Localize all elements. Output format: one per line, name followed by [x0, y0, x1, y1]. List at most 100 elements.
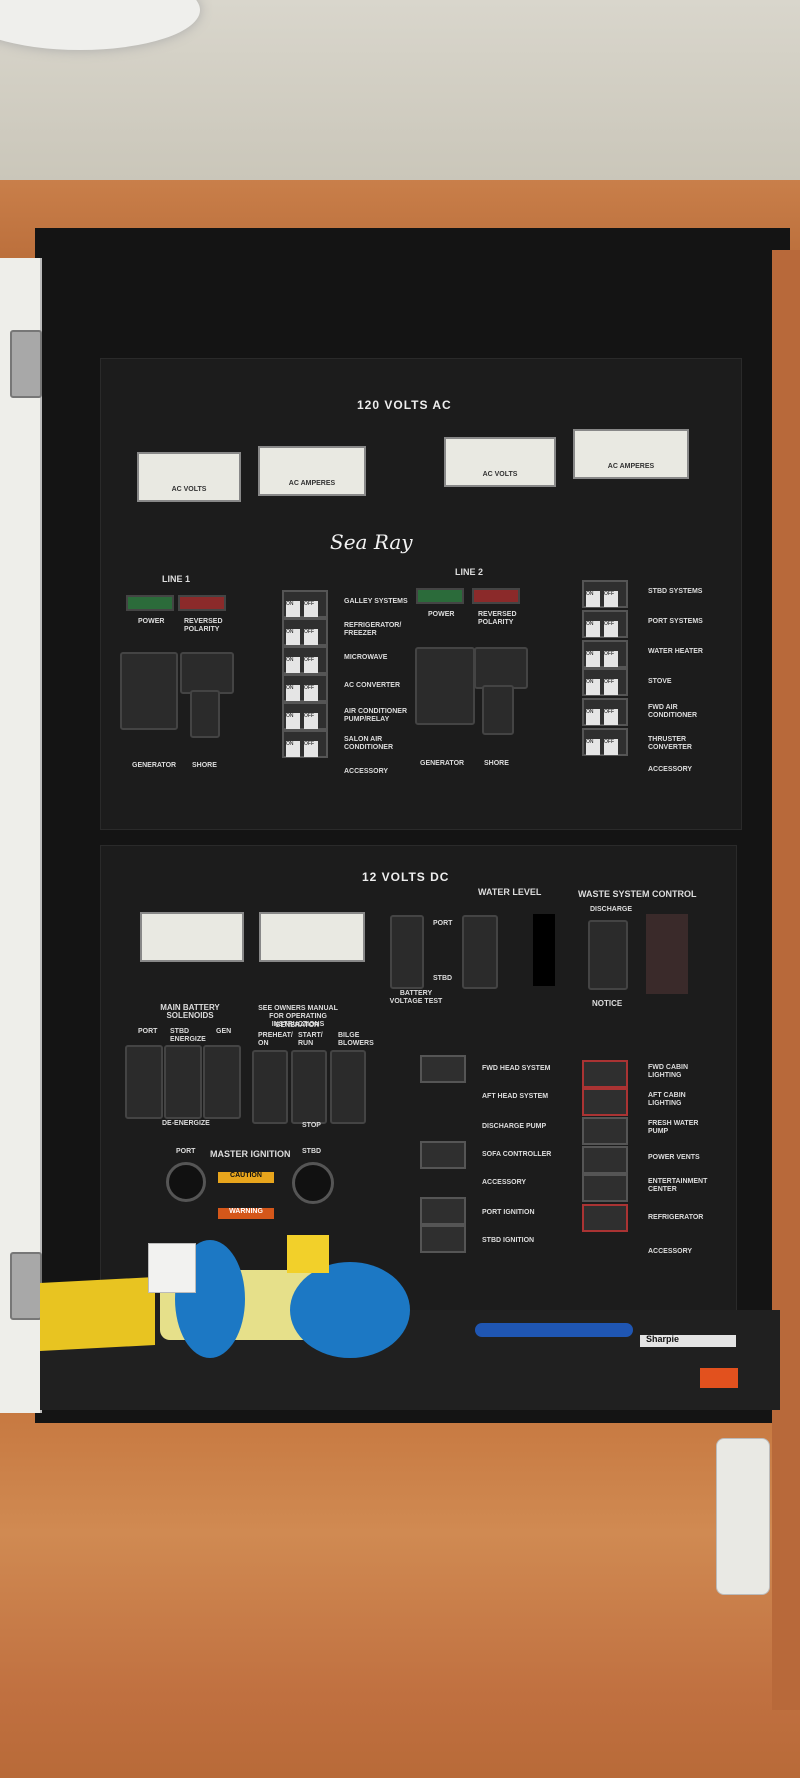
dc-title: 12 VOLTS DC — [362, 870, 450, 884]
water-level-gauge — [533, 914, 555, 986]
line1-generator-switch[interactable] — [120, 652, 178, 730]
meter-dc-amps — [259, 912, 365, 962]
owners-manual-note: SEE OWNERS MANUAL FOR OPERATING INSTRUCT… — [258, 1005, 338, 1028]
bilge-blower-switch[interactable] — [330, 1050, 366, 1124]
breaker-label: REFRIGERATOR — [648, 1214, 704, 1221]
waste-system-label: WASTE SYSTEM CONTROL — [578, 889, 697, 899]
solenoid-port-switch[interactable] — [125, 1045, 163, 1119]
sol-gen-label: GEN — [216, 1028, 232, 1035]
orange-item — [700, 1368, 738, 1388]
line1-shore-label: SHORE — [192, 762, 217, 769]
line1-reversed-lamp — [178, 595, 226, 611]
line2-reversed-label: REVERSED POLARITY — [478, 611, 517, 626]
line1-power-label: POWER — [138, 618, 165, 625]
discharge-switch[interactable] — [588, 920, 628, 990]
breaker-label: POWER VENTS — [648, 1154, 700, 1161]
main-battery-label: MAIN BATTERY SOLENOIDS — [160, 1003, 220, 1020]
solenoid-stbd-switch[interactable] — [164, 1045, 202, 1119]
line2-power-label: POWER — [428, 611, 455, 618]
line1-power-lamp — [126, 595, 174, 611]
key-tag — [148, 1243, 196, 1293]
de-energize-label: DE-ENERGIZE — [162, 1120, 210, 1127]
breaker-label: FWD AIR CONDITIONER — [648, 704, 697, 719]
breaker-label: DISCHARGE PUMP — [482, 1123, 547, 1130]
notice-label: NOTICE — [592, 999, 623, 1008]
breaker-entertainment[interactable] — [582, 1174, 628, 1202]
breaker-label: MICROWAVE — [344, 654, 388, 661]
stbd-label: STBD — [433, 975, 453, 982]
line1-interlock[interactable] — [180, 652, 234, 694]
meter-ac-volts-2: AC VOLTS — [444, 437, 556, 487]
line2-interlock[interactable] — [474, 647, 528, 689]
battery-test-label: BATTERY VOLTAGE TEST — [389, 990, 443, 1005]
generator-preheat-switch[interactable] — [252, 1050, 288, 1124]
cabinet-door-right[interactable] — [772, 250, 800, 1710]
stbd-ignition-key[interactable] — [292, 1162, 334, 1204]
breaker-power-vents[interactable] — [582, 1146, 628, 1174]
sol-stbd-label: STBD ENERGIZE — [170, 1028, 206, 1043]
yellow-key-tag — [287, 1235, 329, 1273]
caution-label: CAUTION — [218, 1172, 274, 1183]
breaker-label: ACCESSORY — [648, 1248, 693, 1255]
bilge-label: BILGE BLOWERS — [338, 1032, 374, 1047]
meter-dc-volts — [140, 912, 244, 962]
breaker-label: STBD SYSTEMS — [648, 588, 703, 595]
line2-reversed-lamp — [472, 588, 520, 604]
meter-ac-amps-2: AC AMPERES — [573, 429, 689, 479]
blue-keyfob-float-2[interactable] — [290, 1262, 410, 1358]
line2-generator-switch[interactable] — [415, 647, 475, 725]
manual-booklet — [40, 1276, 155, 1352]
door-latch[interactable] — [716, 1438, 770, 1595]
ignition-stbd-label: STBD — [302, 1148, 322, 1155]
line1-reversed-label: REVERSED POLARITY — [184, 618, 223, 633]
breaker-sofa[interactable] — [420, 1141, 466, 1169]
breaker-stbd-ignition[interactable] — [420, 1225, 466, 1253]
breaker-aft-cabin[interactable] — [582, 1088, 628, 1116]
port-label: PORT — [433, 920, 453, 927]
breaker-label: FWD HEAD SYSTEM — [482, 1065, 551, 1072]
breaker-label: PORT SYSTEMS — [648, 618, 703, 625]
stop-label: STOP — [302, 1122, 321, 1129]
line2-shore-switch[interactable] — [482, 685, 514, 735]
breaker-label: FRESH WATER PUMP — [648, 1120, 699, 1135]
water-level-label: WATER LEVEL — [478, 887, 542, 897]
breaker-label: STBD IGNITION — [482, 1237, 535, 1244]
preheat-label: PREHEAT/ ON — [258, 1032, 293, 1047]
breaker-label: SALON AIR CONDITIONER — [344, 736, 393, 751]
water-level-switch[interactable] — [462, 915, 498, 989]
breaker-fwd-cabin[interactable] — [582, 1060, 628, 1088]
sea-ray-logo: Sea Ray — [330, 530, 413, 554]
breaker-fresh-water[interactable] — [582, 1117, 628, 1145]
line2-label: LINE 2 — [455, 567, 484, 577]
port-ignition-key[interactable] — [166, 1162, 206, 1202]
sharpie-marker: Sharpie — [640, 1335, 736, 1347]
breaker-label: AFT HEAD SYSTEM — [482, 1093, 549, 1100]
battery-test-switch[interactable] — [390, 915, 424, 989]
breaker-refrigerator-dc[interactable] — [582, 1204, 628, 1232]
start-run-label: START/ RUN — [298, 1032, 323, 1047]
line1-label: LINE 1 — [162, 574, 191, 584]
breaker-fwd-head[interactable] — [420, 1055, 466, 1083]
breaker-port-ignition[interactable] — [420, 1197, 466, 1225]
breaker-label: AFT CABIN LIGHTING — [648, 1092, 686, 1107]
cabinet-door-left[interactable] — [0, 258, 42, 1413]
generator-start-switch[interactable] — [291, 1050, 327, 1124]
line2-generator-label: GENERATOR — [420, 760, 465, 767]
solenoid-gen-switch[interactable] — [203, 1045, 241, 1119]
line1-shore-switch[interactable] — [190, 690, 220, 738]
sol-port-label: PORT — [138, 1028, 158, 1035]
breaker-label: ENTERTAINMENT CENTER — [648, 1178, 708, 1193]
breaker-label: AC CONVERTER — [344, 682, 401, 689]
